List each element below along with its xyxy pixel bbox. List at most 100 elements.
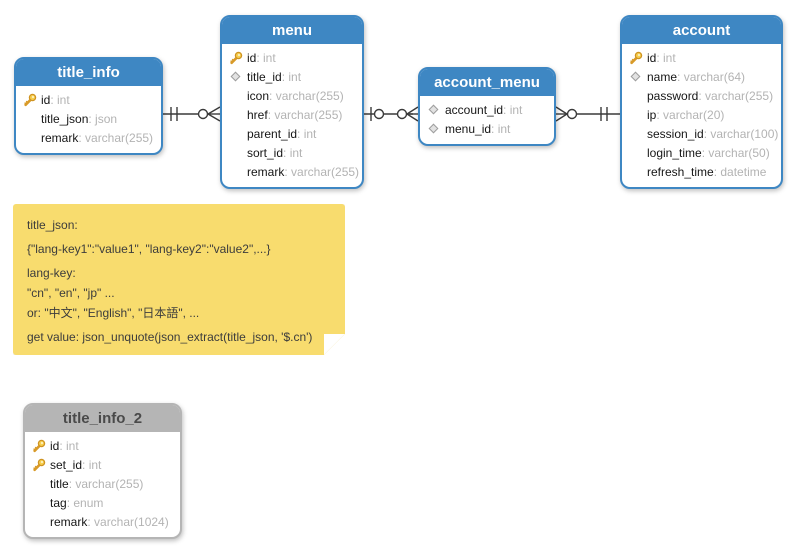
table-fields: account_idint menu_idint [420, 96, 554, 144]
field-name: id [247, 50, 257, 65]
field-type: enum [67, 496, 103, 510]
field-row[interactable]: parent_idint [228, 124, 356, 143]
icon-spacer [628, 145, 643, 160]
table-title: account_menu [420, 69, 554, 96]
field-name: title_id [247, 69, 282, 84]
field-type: int [59, 439, 79, 453]
field-row[interactable]: titlevarchar(255) [31, 474, 174, 493]
table-title: account [622, 17, 781, 44]
relationship-account_menu-account[interactable] [555, 106, 620, 122]
field-type: varchar(255) [284, 165, 359, 179]
table-account[interactable]: account idint namevarchar(64) passwordva… [620, 15, 783, 189]
field-type: varchar(20) [656, 108, 724, 122]
field-name: parent_id [247, 126, 298, 141]
table-account_menu[interactable]: account_menu account_idint menu_idint [418, 67, 556, 146]
note-line: lang-key: [27, 266, 76, 280]
icon-spacer [31, 514, 46, 529]
sticky-note[interactable]: title_json: {"lang-key1":"value1", "lang… [13, 204, 345, 355]
field-type: varchar(255) [698, 89, 773, 103]
field-row[interactable]: idint [228, 48, 356, 67]
field-name: remark [50, 514, 88, 529]
field-type: int [50, 93, 70, 107]
relationship-menu-account_menu[interactable] [364, 106, 419, 122]
field-row[interactable]: session_idvarchar(100) [628, 124, 778, 143]
field-row[interactable]: remarkvarchar(1024) [31, 512, 174, 531]
icon-spacer [31, 495, 46, 510]
note-line: or: "中文", "English", "日本語", ... [27, 306, 200, 320]
field-row[interactable]: title_jsonjson [22, 109, 155, 128]
note-line: {"lang-key1":"value1", "lang-key2":"valu… [27, 242, 271, 256]
field-row[interactable]: menu_idint [426, 119, 548, 138]
field-type: int [491, 122, 511, 136]
field-row[interactable]: namevarchar(64) [628, 67, 775, 86]
field-row[interactable]: ipvarchar(20) [628, 105, 775, 124]
field-name: login_time [647, 145, 702, 160]
icon-spacer [628, 107, 643, 122]
field-row[interactable]: set_idint [31, 455, 174, 474]
field-name: remark [247, 164, 285, 179]
table-title: menu [222, 17, 362, 44]
field-type: int [256, 51, 276, 65]
field-name: id [647, 50, 657, 65]
table-menu[interactable]: menu idint title_idint iconvarchar(255) … [220, 15, 364, 189]
field-row[interactable]: login_timevarchar(50) [628, 143, 775, 162]
note-line: "cn", "en", "jp" ... [27, 286, 115, 300]
table-title: title_info_2 [25, 405, 180, 432]
field-row[interactable]: refresh_timedatetime [628, 162, 775, 181]
field-row[interactable]: tagenum [31, 493, 174, 512]
note-line: get value: json_unquote(json_extract(tit… [27, 330, 313, 344]
field-name: tag [50, 495, 67, 510]
field-name: refresh_time [647, 164, 714, 179]
primary-key-icon [31, 457, 46, 472]
field-row[interactable]: sort_idint [228, 143, 356, 162]
primary-key-icon [31, 438, 46, 453]
field-name: icon [247, 88, 270, 103]
field-name: account_id [445, 102, 504, 117]
table-title_info[interactable]: title_info idint title_jsonjson remarkva… [14, 57, 163, 155]
field-row[interactable]: title_idint [228, 67, 356, 86]
field-row[interactable]: account_idint [426, 100, 548, 119]
field-row[interactable]: hrefvarchar(255) [228, 105, 356, 124]
field-row[interactable]: passwordvarchar(255) [628, 86, 775, 105]
field-type: int [283, 146, 303, 160]
index-diamond-icon [228, 69, 243, 84]
field-type: varchar(255) [69, 477, 143, 491]
table-fields: idint title_jsonjson remarkvarchar(255) [16, 86, 161, 153]
field-row[interactable]: iconvarchar(255) [228, 86, 356, 105]
index-diamond-icon [426, 121, 441, 136]
field-row[interactable]: idint [628, 48, 775, 67]
primary-key-icon [228, 50, 243, 65]
icon-spacer [628, 164, 643, 179]
field-row[interactable]: idint [31, 436, 174, 455]
field-type: varchar(1024) [87, 515, 169, 529]
field-name: set_id [50, 457, 83, 472]
field-name: ip [647, 107, 657, 122]
field-row[interactable]: idint [22, 90, 155, 109]
index-diamond-icon [426, 102, 441, 117]
field-name: name [647, 69, 678, 84]
field-row[interactable]: remarkvarchar(255) [22, 128, 155, 147]
icon-spacer [228, 107, 243, 122]
icon-spacer [22, 111, 37, 126]
field-type: json [88, 112, 117, 126]
field-name: title [50, 476, 69, 491]
table-fields: idint title_idint iconvarchar(255) hrefv… [222, 44, 362, 187]
field-type: int [282, 70, 301, 84]
field-row[interactable]: remarkvarchar(255) [228, 162, 359, 181]
icon-spacer [228, 126, 243, 141]
field-name: id [50, 438, 60, 453]
icon-spacer [22, 130, 37, 145]
icon-spacer [228, 88, 243, 103]
table-title_info_2[interactable]: title_info_2 idint set_idint titlevarcha… [23, 403, 182, 539]
icon-spacer [628, 126, 643, 141]
field-type: varchar(255) [268, 108, 342, 122]
relationship-title_info-menu[interactable] [163, 106, 221, 122]
index-diamond-icon [628, 69, 643, 84]
icon-spacer [628, 88, 643, 103]
table-title: title_info [16, 59, 161, 86]
field-name: password [647, 88, 699, 103]
table-fields: idint set_idint titlevarchar(255) tagenu… [25, 432, 180, 537]
field-name: menu_id [445, 121, 492, 136]
field-name: title_json [41, 111, 89, 126]
